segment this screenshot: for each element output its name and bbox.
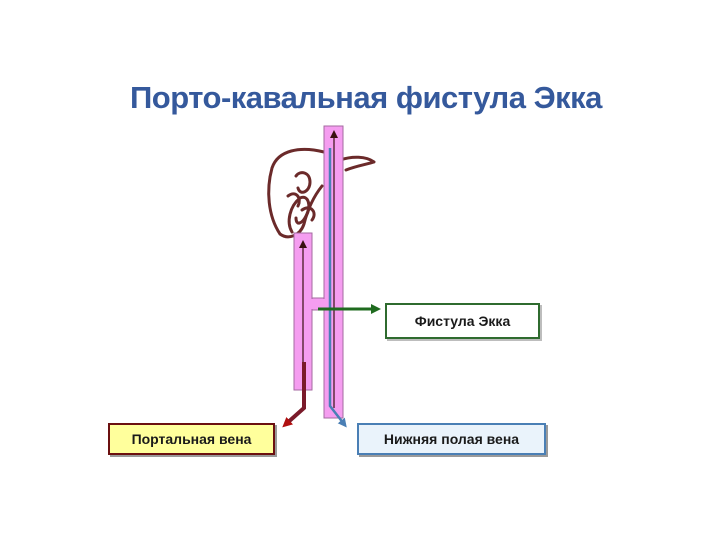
- liver-outline: [267, 147, 376, 239]
- inferior-vena-cava-label: Нижняя полая вена: [357, 423, 546, 455]
- portal-vein-label: Портальная вена: [108, 423, 275, 455]
- portal-vein-pointer: [282, 362, 306, 428]
- page-title: Порто-кавальная фистула Экка: [130, 80, 602, 115]
- fistula-label: Фистула Экка: [385, 303, 540, 339]
- vena-cava-pointer: [328, 148, 347, 428]
